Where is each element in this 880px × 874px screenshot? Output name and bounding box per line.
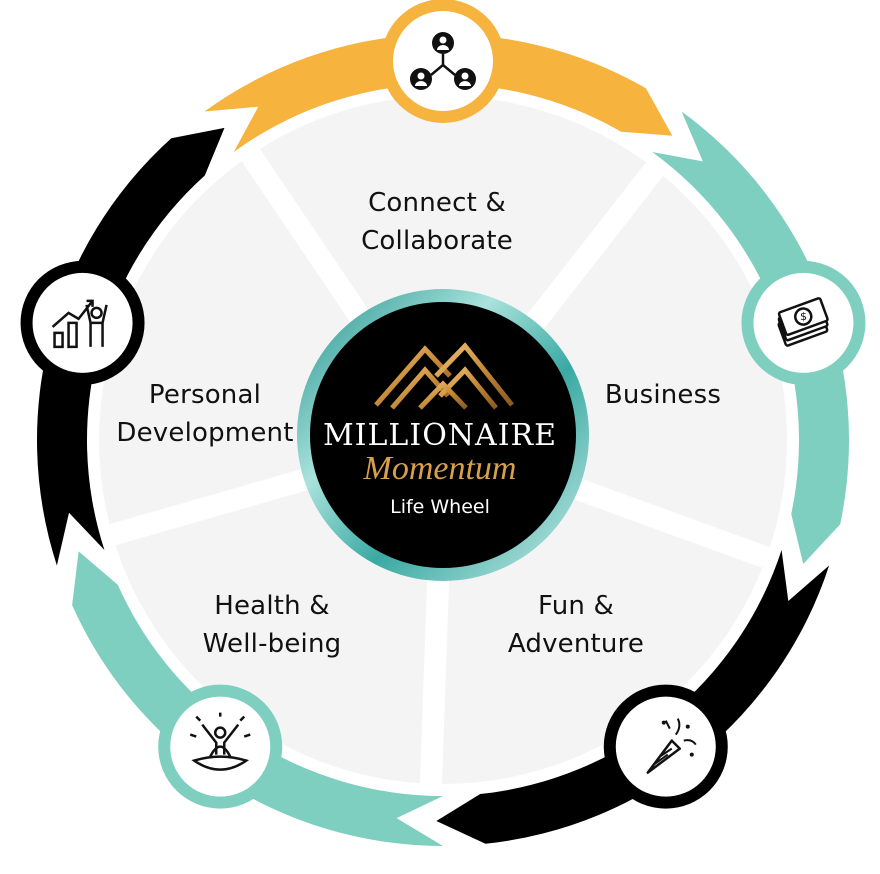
party-popper-icon [603,684,728,809]
segment-label-connect-collaborate: Connect & Collaborate [317,184,557,260]
label-line: Collaborate [361,226,513,256]
label-line: Connect & [368,188,506,218]
segment-label-personal-development: Personal Development [100,376,310,452]
spoke-divider [419,579,450,791]
money-icon: $ [741,260,866,385]
segment-label-fun-adventure: Fun & Adventure [476,587,676,663]
label-line: Well-being [202,629,342,659]
spoke-dividers [103,143,776,791]
mountain-logo-icon [374,342,514,410]
wheel-title: Life Wheel [390,496,490,518]
network-people-icon [381,0,505,123]
ring-arrow-segment [37,127,225,566]
brand-script: Momentum [363,450,517,487]
label-line: Personal [148,380,262,410]
label-line: Business [604,380,722,410]
segment-label-health-wellbeing: Health & Well-being [172,587,372,663]
center-logo [310,302,576,568]
label-line: Health & [214,591,330,621]
brand-name: MILLIONAIRE [322,418,558,453]
spoke-divider [238,143,374,331]
spoke-divider [103,468,312,548]
label-line: Development [116,418,294,448]
svg-text:$: $ [800,310,807,323]
label-line: Adventure [507,629,645,659]
ring-arrow-segment [652,111,849,565]
lotus-person-icon [158,684,283,809]
label-line: Fun & [537,591,615,621]
segment-icons: $ [20,0,866,809]
spoke-divider [520,157,668,337]
segment-label-business: Business [583,376,743,414]
growth-chart-person-icon [20,260,145,385]
ring-arrow-segment [204,33,673,152]
spoke-divider [570,477,776,571]
